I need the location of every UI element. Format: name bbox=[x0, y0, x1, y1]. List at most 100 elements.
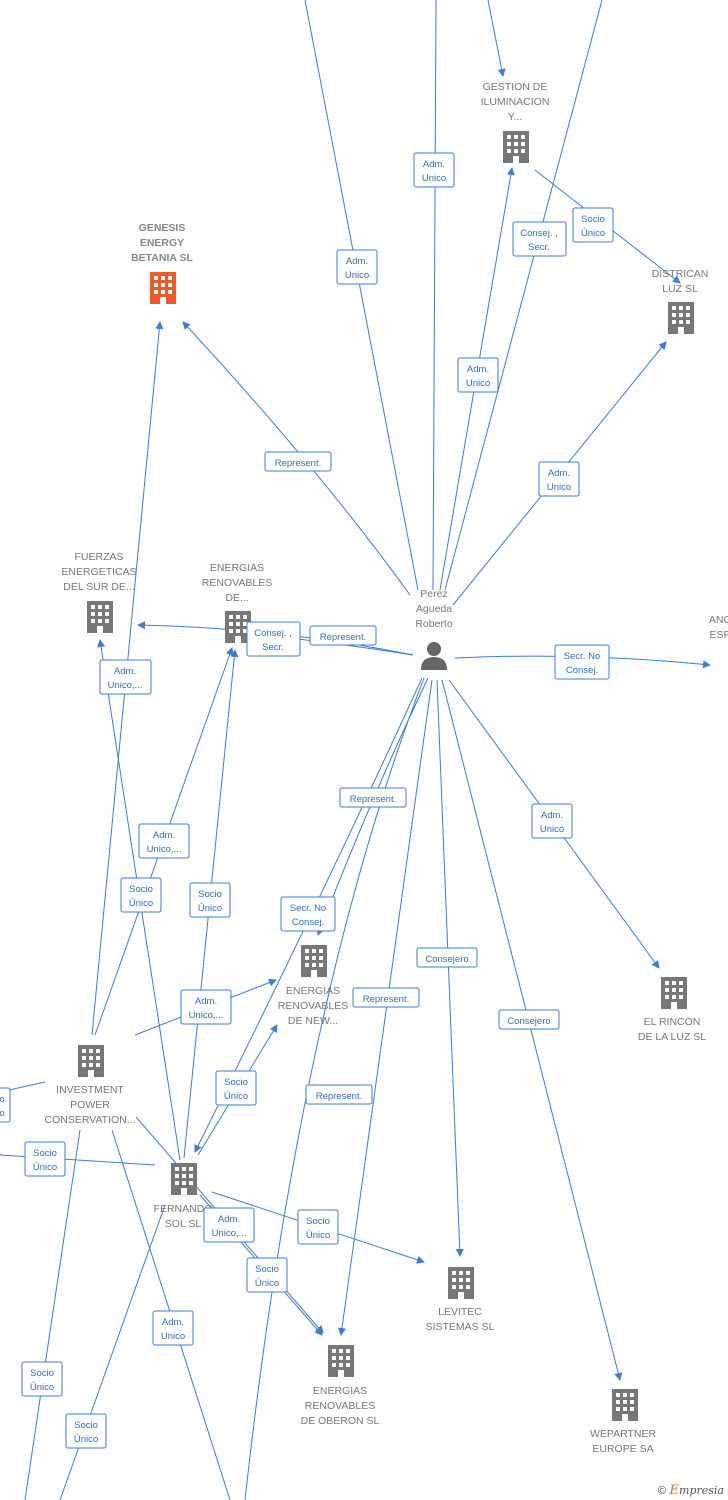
svg-text:Adm.Unico: Adm.Unico bbox=[345, 256, 369, 281]
edge-label[interactable]: Adm.Unico bbox=[152, 1310, 194, 1346]
svg-text:Adm.Unico: Adm.Unico bbox=[547, 468, 571, 493]
edge-label[interactable]: Consejero bbox=[498, 1009, 560, 1030]
edge-label[interactable]: Adm.Unico,... bbox=[180, 989, 232, 1025]
edge-label[interactable]: Represent. bbox=[305, 1084, 373, 1105]
edge-label[interactable]: Represent. bbox=[339, 787, 407, 808]
edge-line bbox=[59, 1204, 166, 1500]
building-icon bbox=[668, 302, 694, 334]
svg-text:Represent.: Represent. bbox=[316, 1091, 362, 1102]
svg-text:Adm.Unico,...: Adm.Unico,... bbox=[108, 666, 143, 691]
svg-text:Represent.: Represent. bbox=[275, 458, 321, 469]
svg-text:Adm.Unico: Adm.Unico bbox=[161, 1317, 185, 1342]
empresia-watermark: © Empresia bbox=[658, 1483, 724, 1498]
building-icon bbox=[301, 945, 327, 977]
svg-text:Adm.Unico,...: Adm.Unico,... bbox=[147, 830, 182, 855]
edge-label[interactable]: Adm.Unico,... bbox=[203, 1207, 255, 1243]
building-icon bbox=[503, 131, 529, 163]
edge-label[interactable]: Adm.Unico,... bbox=[99, 659, 152, 695]
edge-label[interactable]: Consej. ,Secr. bbox=[512, 221, 567, 257]
edge-line bbox=[244, 677, 425, 1500]
building-icon bbox=[328, 1345, 354, 1377]
edge-labels: Adm.Unico Adm.Unico Consej. ,Secr. Socio… bbox=[0, 152, 614, 1449]
svg-text:oo: oo bbox=[0, 1094, 5, 1119]
edge-label[interactable]: Represent. bbox=[352, 987, 420, 1008]
edge-label[interactable]: Adm.Unico bbox=[413, 152, 455, 188]
edge-label[interactable]: Consej. ,Secr. bbox=[246, 621, 301, 657]
edge-label[interactable]: Represent. bbox=[264, 451, 332, 472]
edge-line bbox=[432, 0, 437, 591]
svg-text:Consej. ,Secr.: Consej. ,Secr. bbox=[254, 628, 292, 653]
svg-text:Adm.Unico: Adm.Unico bbox=[540, 810, 564, 835]
edge-label[interactable]: Adm.Unico bbox=[457, 357, 499, 393]
brand-name: mpresia bbox=[679, 1484, 724, 1497]
svg-text:Adm.Unico,...: Adm.Unico,... bbox=[212, 1214, 247, 1239]
building-icon bbox=[150, 272, 176, 304]
edge-label[interactable]: Adm.Unico bbox=[531, 803, 573, 839]
edge-label[interactable]: Adm.Unico bbox=[538, 461, 580, 497]
svg-text:Consej. ,Secr.: Consej. ,Secr. bbox=[520, 228, 558, 253]
svg-text:Represent.: Represent. bbox=[320, 632, 366, 643]
svg-text:Consejero: Consejero bbox=[425, 954, 468, 965]
svg-text:Represent.: Represent. bbox=[350, 794, 396, 805]
edge-line bbox=[436, 679, 464, 1257]
svg-text:Adm.Unico,...: Adm.Unico,... bbox=[189, 996, 224, 1021]
edge-label[interactable]: Represent. bbox=[309, 625, 377, 646]
edge-label[interactable]: Adm.Unico bbox=[336, 249, 378, 285]
edge-label[interactable]: Consejero bbox=[416, 947, 478, 968]
svg-text:Adm.Unico: Adm.Unico bbox=[422, 159, 446, 184]
svg-text:Adm.Unico: Adm.Unico bbox=[466, 364, 490, 389]
svg-text:Represent.: Represent. bbox=[363, 994, 409, 1005]
edge-line bbox=[24, 1129, 81, 1500]
person-icon bbox=[421, 642, 447, 670]
building-icon bbox=[448, 1267, 474, 1299]
edge-label[interactable]: Adm.Unico,... bbox=[138, 823, 190, 859]
building-icon bbox=[78, 1045, 104, 1077]
